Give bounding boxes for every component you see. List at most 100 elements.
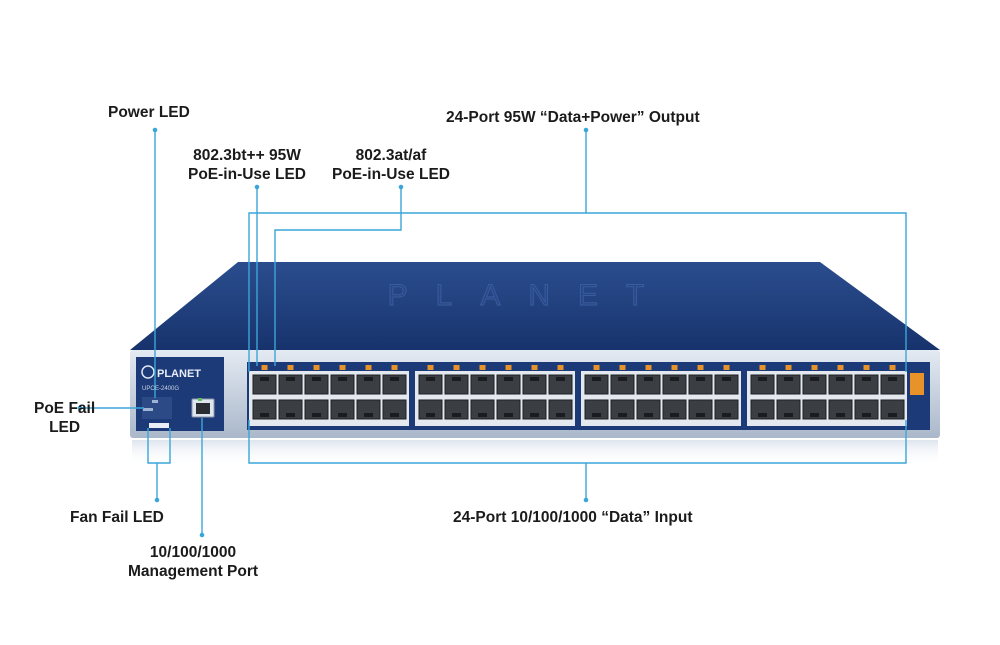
- rj45-port[interactable]: [356, 374, 381, 395]
- rj45-port[interactable]: [776, 374, 801, 395]
- port-groups: [249, 365, 924, 426]
- rj45-port[interactable]: [496, 399, 521, 420]
- rj45-port[interactable]: [496, 374, 521, 395]
- rj45-port[interactable]: [252, 374, 277, 395]
- rj45-port[interactable]: [584, 374, 609, 395]
- rj45-port[interactable]: [714, 374, 739, 395]
- rj45-port[interactable]: [356, 399, 381, 420]
- rj45-port[interactable]: [610, 374, 635, 395]
- rj45-port-clip: [556, 377, 565, 381]
- rj45-port[interactable]: [278, 374, 303, 395]
- rj45-port[interactable]: [382, 374, 407, 395]
- poe-led: [453, 365, 460, 370]
- rj45-port[interactable]: [418, 374, 443, 395]
- rj45-port[interactable]: [828, 374, 853, 395]
- label-mgmt-line2: Management Port: [128, 563, 259, 580]
- rj45-port-clip: [888, 377, 897, 381]
- fan-fail-led: [149, 423, 169, 428]
- rj45-port[interactable]: [662, 374, 687, 395]
- rj45-port[interactable]: [776, 399, 801, 420]
- rj45-port[interactable]: [470, 399, 495, 420]
- rj45-port[interactable]: [470, 374, 495, 395]
- rj45-port-clip: [338, 413, 347, 417]
- poe-led: [785, 365, 792, 370]
- rj45-port[interactable]: [688, 374, 713, 395]
- planet-logo-icon: [141, 365, 155, 379]
- rj45-port[interactable]: [662, 399, 687, 420]
- rj45-port-clip: [618, 377, 627, 381]
- rj45-port-clip: [364, 413, 373, 417]
- rj45-port[interactable]: [688, 399, 713, 420]
- chassis-top-brand: PLANET: [388, 279, 673, 312]
- rj45-port[interactable]: [548, 399, 573, 420]
- rj45-port-clip: [390, 413, 399, 417]
- label-bt-poe-led: 802.3bt++ 95W PoE-in-Use LED: [188, 146, 306, 184]
- rj45-port[interactable]: [382, 399, 407, 420]
- poe-led: [427, 365, 434, 370]
- rj45-port[interactable]: [584, 399, 609, 420]
- chassis-top: [130, 262, 940, 350]
- rj45-port[interactable]: [854, 374, 879, 395]
- status-led-area: [142, 397, 172, 419]
- rj45-port[interactable]: [610, 399, 635, 420]
- label-data-input: 24-Port 10/100/1000 “Data” Input: [453, 509, 693, 526]
- status-indicator: [910, 373, 924, 395]
- rj45-port[interactable]: [802, 374, 827, 395]
- poe-led: [557, 365, 564, 370]
- rj45-port[interactable]: [880, 399, 905, 420]
- rj45-port[interactable]: [330, 399, 355, 420]
- rj45-port-clip: [260, 377, 269, 381]
- rj45-port-clip: [644, 413, 653, 417]
- rj45-port[interactable]: [802, 399, 827, 420]
- rj45-port-clip: [810, 413, 819, 417]
- rj45-port[interactable]: [330, 374, 355, 395]
- rj45-port-clip: [452, 377, 461, 381]
- rj45-port-clip: [592, 413, 601, 417]
- port-group: [581, 365, 741, 426]
- rj45-port-clip: [530, 413, 539, 417]
- rj45-port[interactable]: [278, 399, 303, 420]
- rj45-port[interactable]: [750, 399, 775, 420]
- poe-led: [261, 365, 268, 370]
- rj45-port[interactable]: [750, 374, 775, 395]
- rj45-port-clip: [696, 377, 705, 381]
- rj45-port[interactable]: [548, 374, 573, 395]
- label-poe-fail-line2: LED: [49, 419, 81, 436]
- chassis-reflection: [132, 440, 938, 466]
- rj45-port[interactable]: [714, 399, 739, 420]
- rj45-port-clip: [862, 377, 871, 381]
- rj45-port-clip: [426, 377, 435, 381]
- rj45-port-clip: [504, 377, 513, 381]
- poe-led: [593, 365, 600, 370]
- rj45-port[interactable]: [636, 374, 661, 395]
- poe-led: [505, 365, 512, 370]
- rj45-port[interactable]: [828, 399, 853, 420]
- rj45-port-clip: [286, 377, 295, 381]
- rj45-port-clip: [784, 413, 793, 417]
- rj45-port[interactable]: [418, 399, 443, 420]
- rj45-port[interactable]: [444, 399, 469, 420]
- rj45-port-clip: [312, 413, 321, 417]
- rj45-port[interactable]: [252, 399, 277, 420]
- poe-led: [759, 365, 766, 370]
- port-group: [415, 365, 575, 426]
- rj45-port-clip: [670, 413, 679, 417]
- rj45-port-clip: [592, 377, 601, 381]
- rj45-port[interactable]: [880, 374, 905, 395]
- poe-led: [313, 365, 320, 370]
- rj45-port[interactable]: [522, 399, 547, 420]
- rj45-port[interactable]: [304, 374, 329, 395]
- rj45-port[interactable]: [522, 374, 547, 395]
- label-mgmt-line1: 10/100/1000: [149, 544, 237, 561]
- rj45-port-clip: [364, 377, 373, 381]
- rj45-port-clip: [696, 413, 705, 417]
- rj45-port[interactable]: [854, 399, 879, 420]
- rj45-port-clip: [722, 413, 731, 417]
- rj45-port[interactable]: [304, 399, 329, 420]
- rj45-port[interactable]: [444, 374, 469, 395]
- rj45-port-clip: [426, 413, 435, 417]
- port-group: [249, 365, 409, 426]
- poe-led: [619, 365, 626, 370]
- rj45-port[interactable]: [636, 399, 661, 420]
